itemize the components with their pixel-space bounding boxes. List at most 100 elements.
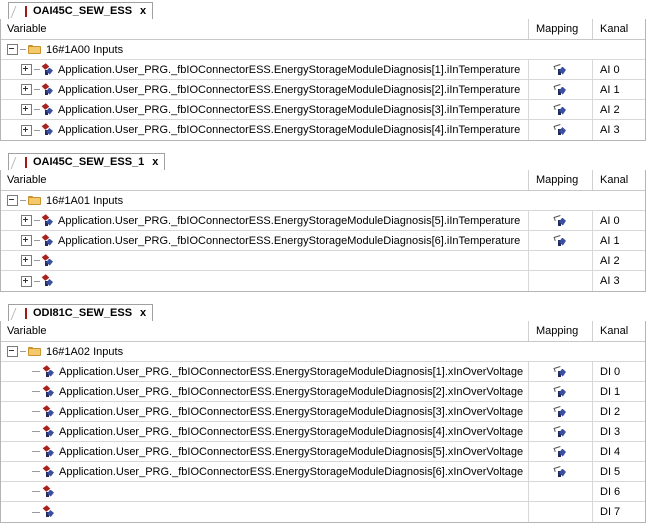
variable-name: Application.User_PRG._fbIOConnectorESS.E… xyxy=(58,103,521,116)
cell-kanal[interactable]: DI 0 xyxy=(592,362,645,381)
plus-box-icon[interactable] xyxy=(21,235,32,246)
cell-variable[interactable]: Application.User_PRG._fbIOConnectorESS.E… xyxy=(1,60,528,79)
cell-mapping[interactable] xyxy=(528,442,592,461)
cell-mapping[interactable] xyxy=(528,211,592,230)
mapping-arrow-icon xyxy=(553,465,567,478)
table-row[interactable]: AI 2 xyxy=(1,251,645,271)
column-header-kanal[interactable]: Kanal xyxy=(592,170,645,190)
table-row[interactable]: Application.User_PRG._fbIOConnectorESS.E… xyxy=(1,231,645,251)
cell-variable[interactable]: Application.User_PRG._fbIOConnectorESS.E… xyxy=(1,211,528,230)
cell-variable[interactable] xyxy=(1,482,528,501)
cell-variable[interactable] xyxy=(1,502,528,522)
group-row[interactable]: 16#1A00 Inputs xyxy=(1,40,645,60)
group-row[interactable]: 16#1A02 Inputs xyxy=(1,342,645,362)
variable-icon xyxy=(42,364,55,378)
column-header-kanal[interactable]: Kanal xyxy=(592,19,645,39)
plus-box-icon[interactable] xyxy=(21,124,32,136)
cell-kanal[interactable]: AI 1 xyxy=(592,80,645,99)
cell-kanal[interactable]: DI 1 xyxy=(592,382,645,401)
column-header-mapping[interactable]: Mapping xyxy=(528,321,592,341)
column-header-mapping[interactable]: Mapping xyxy=(528,19,592,39)
cell-mapping[interactable] xyxy=(528,422,592,441)
cell-variable[interactable]: Application.User_PRG._fbIOConnectorESS.E… xyxy=(1,382,528,401)
tab-close-icon[interactable]: x xyxy=(140,307,147,319)
column-header-variable[interactable]: Variable xyxy=(7,174,47,186)
table-row[interactable]: Application.User_PRG._fbIOConnectorESS.E… xyxy=(1,382,645,402)
cell-mapping[interactable] xyxy=(528,100,592,119)
cell-kanal[interactable]: DI 7 xyxy=(592,502,645,522)
cell-variable[interactable]: Application.User_PRG._fbIOConnectorESS.E… xyxy=(1,442,528,461)
cell-variable[interactable]: Application.User_PRG._fbIOConnectorESS.E… xyxy=(1,231,528,250)
cell-variable[interactable]: Application.User_PRG._fbIOConnectorESS.E… xyxy=(1,120,528,140)
column-header-mapping[interactable]: Mapping xyxy=(528,170,592,190)
cell-mapping[interactable] xyxy=(528,231,592,250)
table-row[interactable]: Application.User_PRG._fbIOConnectorESS.E… xyxy=(1,402,645,422)
cell-kanal[interactable]: AI 0 xyxy=(592,211,645,230)
cell-kanal[interactable]: DI 6 xyxy=(592,482,645,501)
plus-box-icon[interactable] xyxy=(21,104,32,115)
cell-kanal[interactable]: AI 2 xyxy=(592,251,645,270)
cell-mapping[interactable] xyxy=(528,382,592,401)
cell-kanal[interactable]: DI 5 xyxy=(592,462,645,481)
column-header-variable[interactable]: Variable xyxy=(7,325,47,337)
plus-box-icon[interactable] xyxy=(21,215,32,226)
cell-variable[interactable]: Application.User_PRG._fbIOConnectorESS.E… xyxy=(1,402,528,421)
cell-kanal[interactable]: AI 1 xyxy=(592,231,645,250)
tab-close-icon[interactable]: x xyxy=(152,156,159,168)
cell-variable[interactable]: Application.User_PRG._fbIOConnectorESS.E… xyxy=(1,362,528,381)
cell-kanal[interactable]: DI 3 xyxy=(592,422,645,441)
table-row[interactable]: Application.User_PRG._fbIOConnectorESS.E… xyxy=(1,442,645,462)
cell-variable[interactable] xyxy=(1,271,528,291)
cell-kanal[interactable]: AI 0 xyxy=(592,60,645,79)
group-cell[interactable]: 16#1A00 Inputs xyxy=(1,40,528,59)
table-row[interactable]: Application.User_PRG._fbIOConnectorESS.E… xyxy=(1,60,645,80)
table-row[interactable]: DI 6 xyxy=(1,482,645,502)
cell-variable[interactable] xyxy=(1,251,528,270)
tab-close-icon[interactable]: x xyxy=(140,5,147,17)
cell-variable[interactable]: Application.User_PRG._fbIOConnectorESS.E… xyxy=(1,80,528,99)
column-header-kanal[interactable]: Kanal xyxy=(592,321,645,341)
group-cell[interactable]: 16#1A02 Inputs xyxy=(1,342,528,361)
cell-mapping[interactable] xyxy=(528,271,592,291)
plus-box-icon[interactable] xyxy=(21,84,32,95)
minus-box-icon[interactable] xyxy=(7,346,18,357)
plus-box-icon[interactable] xyxy=(21,255,32,266)
cell-mapping[interactable] xyxy=(528,251,592,270)
cell-mapping[interactable] xyxy=(528,80,592,99)
group-row[interactable]: 16#1A01 Inputs xyxy=(1,191,645,211)
table-row[interactable]: Application.User_PRG._fbIOConnectorESS.E… xyxy=(1,462,645,482)
cell-mapping[interactable] xyxy=(528,60,592,79)
table-row[interactable]: Application.User_PRG._fbIOConnectorESS.E… xyxy=(1,100,645,120)
plus-box-icon[interactable] xyxy=(21,275,32,287)
cell-kanal[interactable]: DI 2 xyxy=(592,402,645,421)
cell-mapping[interactable] xyxy=(528,502,592,522)
cell-mapping[interactable] xyxy=(528,362,592,381)
cell-kanal[interactable]: AI 3 xyxy=(592,120,645,140)
table-row[interactable]: Application.User_PRG._fbIOConnectorESS.E… xyxy=(1,80,645,100)
table-row[interactable]: Application.User_PRG._fbIOConnectorESS.E… xyxy=(1,120,645,140)
minus-box-icon[interactable] xyxy=(7,195,18,206)
column-header-variable[interactable]: Variable xyxy=(7,23,47,35)
cell-variable[interactable]: Application.User_PRG._fbIOConnectorESS.E… xyxy=(1,422,528,441)
table-row[interactable]: Application.User_PRG._fbIOConnectorESS.E… xyxy=(1,362,645,382)
cell-mapping[interactable] xyxy=(528,482,592,501)
plus-box-icon[interactable] xyxy=(21,64,32,75)
panel-spacer xyxy=(0,292,646,302)
cell-kanal[interactable]: AI 2 xyxy=(592,100,645,119)
cell-variable[interactable]: Application.User_PRG._fbIOConnectorESS.E… xyxy=(1,100,528,119)
table-row[interactable]: AI 3 xyxy=(1,271,645,291)
table-row[interactable]: DI 7 xyxy=(1,502,645,522)
cell-variable[interactable]: Application.User_PRG._fbIOConnectorESS.E… xyxy=(1,462,528,481)
cell-mapping[interactable] xyxy=(528,402,592,421)
cell-mapping[interactable] xyxy=(528,462,592,481)
table-row[interactable]: Application.User_PRG._fbIOConnectorESS.E… xyxy=(1,211,645,231)
cell-kanal[interactable]: DI 4 xyxy=(592,442,645,461)
cell-mapping[interactable] xyxy=(528,120,592,140)
group-cell[interactable]: 16#1A01 Inputs xyxy=(1,191,528,210)
minus-box-icon[interactable] xyxy=(7,44,18,55)
table-row[interactable]: Application.User_PRG._fbIOConnectorESS.E… xyxy=(1,422,645,442)
cell-kanal[interactable]: AI 3 xyxy=(592,271,645,291)
